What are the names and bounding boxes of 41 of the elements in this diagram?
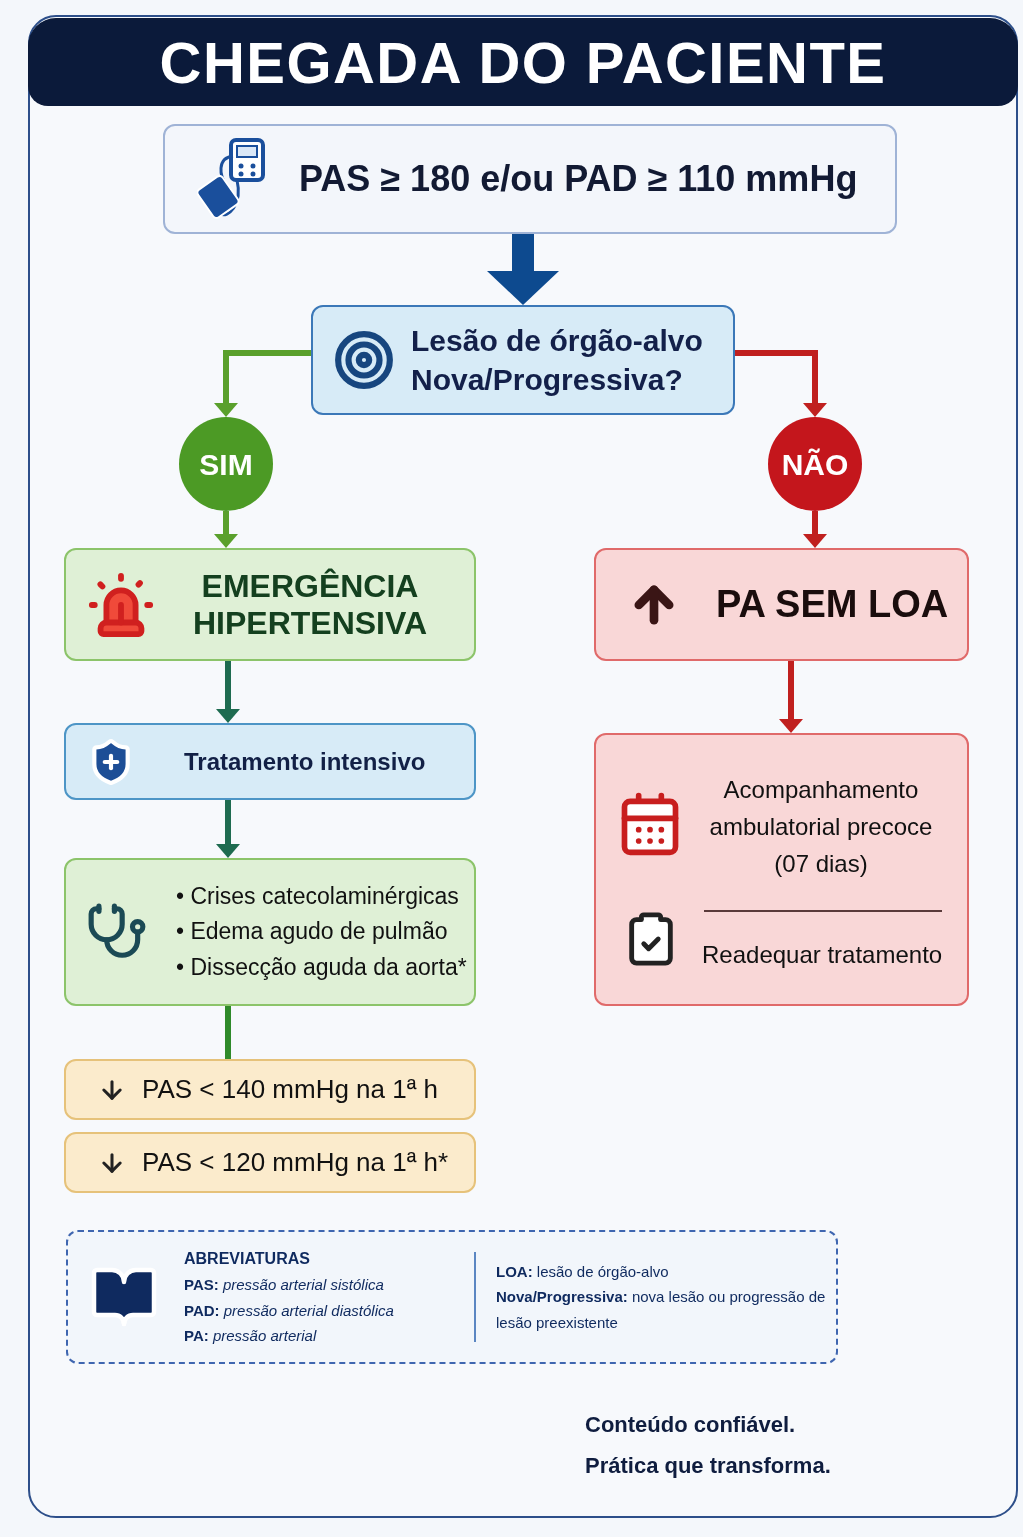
- node-text: Readequar tratamento: [702, 940, 943, 970]
- arrow: [216, 800, 240, 858]
- target-box: [64, 1059, 476, 1120]
- list-item: • Dissecção aguda da aorta*: [176, 952, 467, 982]
- abbreviation-text: PAS: pressão arterial sistólica: [184, 1275, 385, 1296]
- node-text: EMERGÊNCIA HIPERTENSIVA: [191, 567, 429, 642]
- target-box: [64, 1132, 476, 1193]
- arrow: [214, 350, 311, 417]
- arrow: [735, 350, 827, 417]
- node-text: Tratamento intensivo: [184, 746, 426, 777]
- node-text: SIM: [199, 446, 253, 483]
- abbreviation-text: PAD: pressão arterial diastólica: [184, 1300, 395, 1321]
- decision-box: [311, 305, 735, 415]
- node-text: PAS ≥ 180 e/ou PAD ≥ 110 mmHg: [299, 157, 858, 201]
- node-text: PAS < 120 mmHg na 1ª h*: [142, 1146, 449, 1179]
- node-text: NÃO: [781, 446, 849, 483]
- arrow: [216, 661, 240, 723]
- abbreviation-text: LOA: lesão de órgão-alvo: [496, 1261, 670, 1282]
- node-text: Lesão de órgão-alvo Nova/Progressiva?: [411, 323, 704, 398]
- abbreviation-text: PA: pressão arterial: [184, 1326, 318, 1347]
- process-box: [594, 733, 969, 1006]
- node-text: PAS < 140 mmHg na 1ª h: [142, 1073, 439, 1106]
- result-box: [64, 548, 476, 661]
- arrow: [779, 661, 803, 733]
- arrow: [487, 234, 559, 305]
- node-text: Acompanhamento ambulatorial precoce (07 dias): [708, 775, 934, 880]
- condition-list-box: [64, 858, 476, 1006]
- tagline-text: Prática que transforma.: [585, 1452, 831, 1480]
- abbreviations-box: [66, 1230, 838, 1364]
- node-text: PA SEM LOA: [716, 582, 949, 627]
- process-box: [64, 723, 476, 800]
- list-item: • Edema agudo de pulmão: [176, 917, 449, 947]
- result-box: [594, 548, 969, 661]
- section-heading: ABREVIATURAS: [184, 1249, 311, 1270]
- arrow: [214, 511, 238, 548]
- title-banner: CHEGADA DO PACIENTE: [28, 18, 1018, 106]
- arrow: [803, 511, 827, 548]
- condition-box: [163, 124, 897, 234]
- abbreviation-text: Nova/Progressiva: nova lesão ou progressão de lesão preexistente: [496, 1287, 826, 1333]
- list-item: • Crises catecolaminérgicas: [176, 881, 460, 911]
- tagline-text: Conteúdo confiável.: [585, 1411, 797, 1439]
